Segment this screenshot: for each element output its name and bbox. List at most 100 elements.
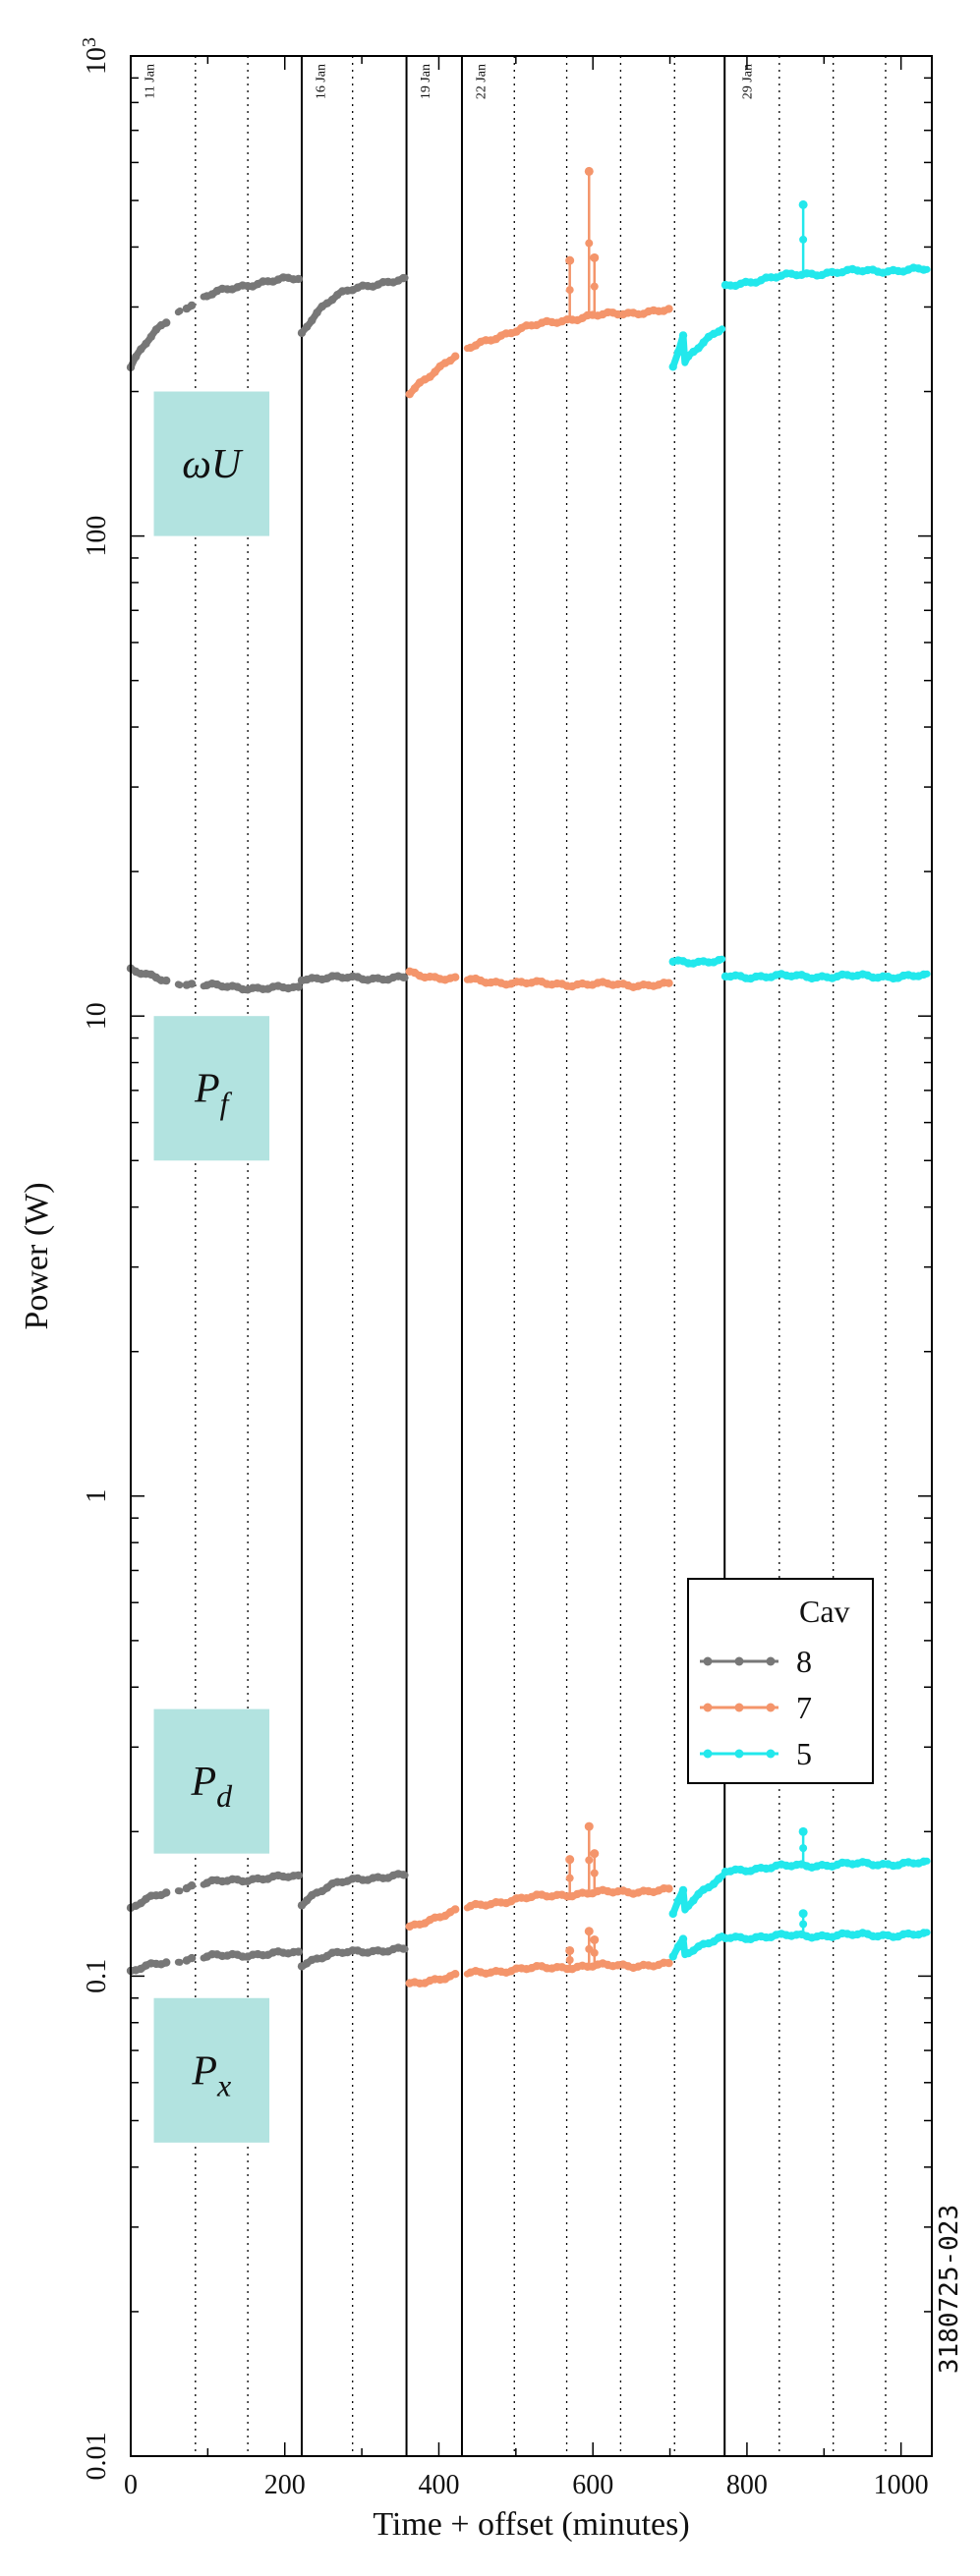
spike-mid-point-Pd-cav-7 <box>585 1856 594 1865</box>
data-point-Pf-cav-7 <box>451 973 460 981</box>
panel-label-text-2: Pd <box>190 1760 233 1814</box>
data-point-omegaU-cav-8 <box>142 339 150 348</box>
panel-label-box-1 <box>153 1016 270 1161</box>
spike-mid-point-Px-cav-5 <box>799 1920 808 1929</box>
data-point-omegaU-cav-5 <box>668 363 677 371</box>
spike-point-Px-cav-7 <box>584 1927 594 1936</box>
data-point-omegaU-cav-8 <box>187 301 197 310</box>
series-line-omegaU-cav-8 <box>174 308 184 316</box>
data-point-Pd-cav-5 <box>684 1901 693 1911</box>
data-point-Pd-cav-5 <box>709 1879 719 1888</box>
x-tick-label: 0 <box>124 2470 138 2500</box>
data-point-omegaU-cav-8 <box>399 273 408 283</box>
data-point-omegaU-cav-8 <box>308 315 317 325</box>
data-point-omegaU-cav-8 <box>294 274 303 284</box>
y-tick-label: 100 <box>82 516 112 557</box>
data-point-Pf-cav-7 <box>664 979 673 987</box>
spike-point-Pd-cav-7 <box>584 1821 594 1831</box>
legend-marker <box>703 1656 713 1666</box>
data-point-omegaU-cav-7 <box>431 367 439 376</box>
x-tick-label: 200 <box>264 2470 306 2500</box>
data-segment-cav-8 <box>126 273 303 1976</box>
data-point-Px-cav-8 <box>294 1947 303 1956</box>
data-point-omegaU-cav-5 <box>673 348 683 357</box>
data-point-Pf-cav-8 <box>399 973 408 981</box>
panel-label-text-0: ωU <box>182 442 244 487</box>
data-segment-cav-5 <box>721 199 931 1944</box>
data-point-Pd-cav-8 <box>399 1871 408 1879</box>
legend-marker <box>766 1749 776 1759</box>
data-point-Px-cav-8 <box>162 1958 171 1967</box>
data-point-omegaU-cav-5 <box>699 338 708 347</box>
data-point-Px-cav-5 <box>668 1952 677 1961</box>
date-label: 29 Jan <box>741 64 756 99</box>
spike-mid-point-omegaU-cav-7 <box>565 286 574 295</box>
data-point-Pd-cav-5 <box>689 1896 698 1905</box>
data-point-omegaU-cav-8 <box>162 318 171 327</box>
y-tick-label: 0.01 <box>82 2433 112 2481</box>
spike-mid-point-omegaU-cav-7 <box>585 239 594 248</box>
legend-label: 5 <box>796 1736 812 1771</box>
spike-mid-point-Px-cav-7 <box>565 1955 574 1964</box>
legend-box <box>687 1578 874 1784</box>
data-point-Pf-cav-5 <box>715 956 723 965</box>
x-tick-label: 1000 <box>874 2470 929 2500</box>
legend-marker <box>734 1749 744 1759</box>
spike-mid-point-omegaU-cav-5 <box>799 235 808 244</box>
data-point-omegaU-cav-5 <box>715 327 723 336</box>
y-tick-label: 0.1 <box>82 1959 112 1993</box>
legend-marker <box>766 1703 776 1712</box>
data-point-Pf-cav-8 <box>162 976 171 985</box>
spike-point-Px-cav-7 <box>590 1934 600 1944</box>
data-segment-cav-8 <box>297 273 409 1971</box>
data-point-omegaU-cav-7 <box>410 384 420 393</box>
data-point-Px-cav-7 <box>451 1970 460 1979</box>
data-point-omegaU-cav-8 <box>313 308 321 317</box>
data-segment-cav-5 <box>668 325 726 1961</box>
data-point-Px-cav-8 <box>399 1944 408 1953</box>
panel-label-box-0 <box>153 391 270 536</box>
data-point-Pd-cav-7 <box>664 1884 673 1893</box>
data-point-omegaU-cav-8 <box>302 322 312 331</box>
legend-marker <box>766 1656 776 1666</box>
y-tick-label: 1 <box>82 1489 112 1503</box>
data-point-omegaU-cav-5 <box>678 331 688 340</box>
data-point-Px-cav-8 <box>187 1953 197 1963</box>
date-label: 16 Jan <box>314 64 328 99</box>
spike-point-omegaU-cav-7 <box>584 166 594 176</box>
y-tick-label: 103 <box>79 37 112 75</box>
date-label: 22 Jan <box>474 64 489 99</box>
panel-label-box-3 <box>153 1997 270 2143</box>
spike-mid-point-Pd-cav-7 <box>590 1869 599 1877</box>
spike-point-omegaU-cav-7 <box>565 255 575 265</box>
series-line-Pf-cav-8 <box>174 980 184 989</box>
data-point-Pd-cav-5 <box>919 1857 928 1867</box>
data-point-Pd-cav-8 <box>294 1871 303 1880</box>
data-point-omegaU-cav-7 <box>405 390 414 399</box>
figure-id-label: 3180725-023 <box>935 2205 964 2374</box>
data-point-Px-cav-5 <box>715 1933 723 1942</box>
legend-marker <box>703 1749 713 1759</box>
data-point-Pd-cav-8 <box>187 1881 197 1890</box>
legend-marker <box>734 1703 744 1712</box>
x-tick-label: 800 <box>726 2470 768 2500</box>
data-point-Px-cav-5 <box>678 1934 688 1943</box>
data-point-Pf-cav-5 <box>919 970 928 980</box>
legend-title: Cav <box>799 1594 850 1629</box>
spike-mid-point-Px-cav-7 <box>590 1948 599 1957</box>
data-point-omegaU-cav-5 <box>694 344 703 353</box>
data-point-Pd-cav-5 <box>668 1909 677 1919</box>
spike-point-Px-cav-5 <box>798 1909 808 1919</box>
data-point-omegaU-cav-8 <box>146 332 155 341</box>
legend-marker <box>734 1656 744 1666</box>
x-tick-label: 600 <box>572 2470 613 2500</box>
data-point-Pf-cav-8 <box>294 982 303 991</box>
data-point-omegaU-cav-7 <box>664 305 673 313</box>
data-point-Pd-cav-5 <box>678 1885 688 1895</box>
